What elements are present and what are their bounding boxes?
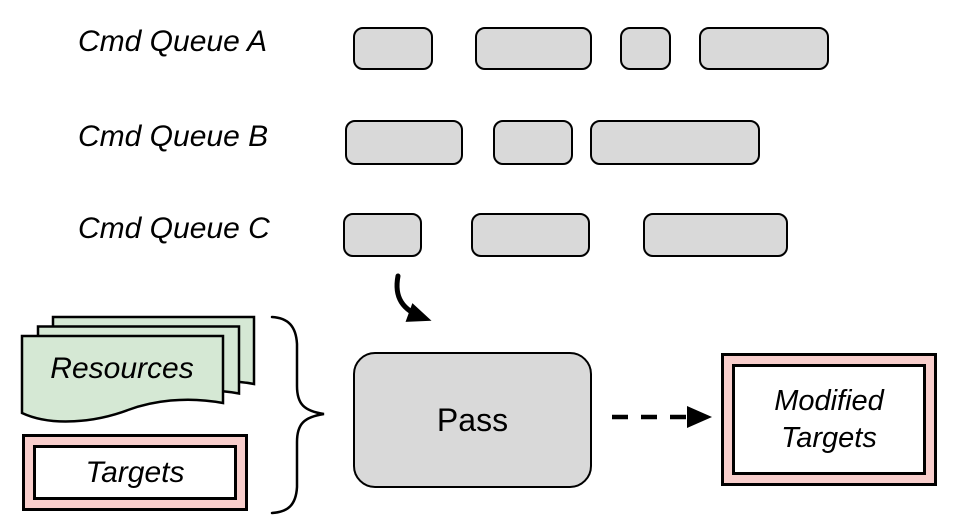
modified-targets-label-line1: Modified xyxy=(774,384,884,417)
targets-node: Targets xyxy=(22,434,248,511)
targets-inner-box: Targets xyxy=(33,445,237,500)
queue-label-a: Cmd Queue A xyxy=(78,25,267,58)
queue-label-b: Cmd Queue B xyxy=(78,120,269,153)
queue-block xyxy=(493,120,573,165)
queue-block xyxy=(471,213,590,257)
queue-block xyxy=(699,27,829,70)
modified-targets-node: Modified Targets xyxy=(721,353,937,486)
queue-block xyxy=(343,213,422,257)
resources-label: Resources xyxy=(50,352,194,385)
queue-block xyxy=(590,120,760,165)
modified-targets-label-line2: Targets xyxy=(781,421,877,454)
dashed-arrow-head xyxy=(687,406,712,428)
queues-to-pass-arrow xyxy=(394,273,432,322)
pass-to-modified-arrow xyxy=(612,406,712,428)
curly-brace xyxy=(270,315,325,515)
queue-label-c: Cmd Queue C xyxy=(78,212,270,245)
pass-label: Pass xyxy=(436,401,509,438)
queue-block xyxy=(353,27,433,70)
queue-block xyxy=(475,27,592,70)
modified-targets-inner-box: Modified Targets xyxy=(732,364,926,475)
queue-block xyxy=(345,120,463,165)
pass-node: Pass xyxy=(353,352,592,488)
queue-block xyxy=(643,213,788,257)
queue-block xyxy=(620,27,671,70)
targets-label: Targets xyxy=(85,455,185,489)
